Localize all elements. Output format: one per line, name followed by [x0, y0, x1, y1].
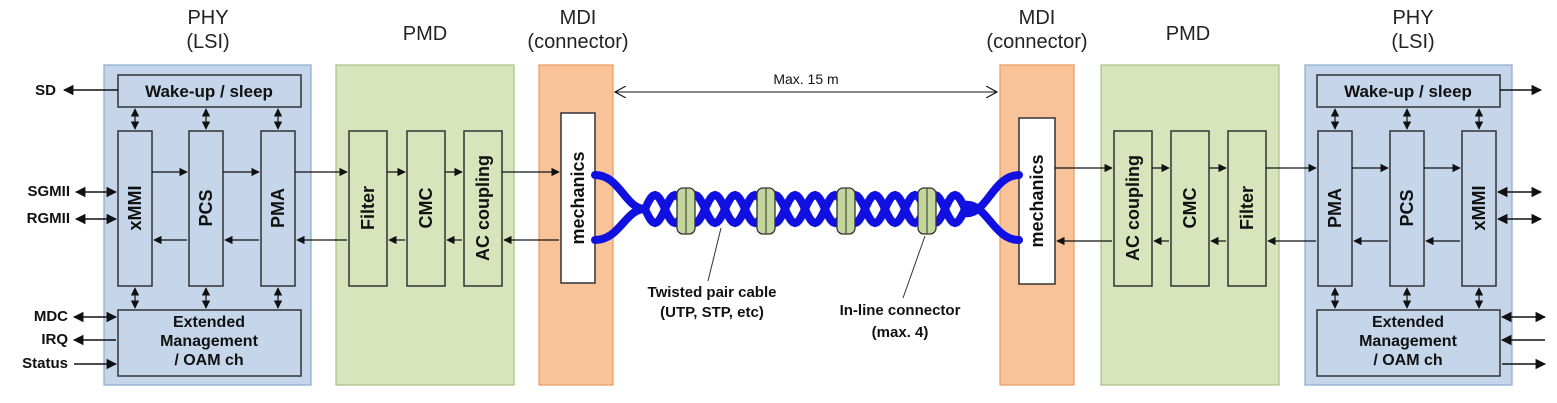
twisted-pair-label-1: Twisted pair cable — [648, 284, 777, 301]
pcs-block — [188, 130, 224, 287]
signal-sgmii: SGMII — [27, 183, 70, 200]
header-phy-left: PHY — [187, 7, 228, 29]
filter-block-right — [1227, 130, 1267, 287]
management-label-3: / OAM ch — [174, 352, 243, 369]
pcs-label-right: PCS — [1397, 189, 1417, 226]
filter-block — [348, 130, 388, 287]
header-phy-right-sub: (LSI) — [1391, 31, 1434, 53]
wakeup-sleep-label-right: Wake-up / sleep — [1344, 82, 1472, 101]
xmmi-block — [117, 130, 153, 287]
pmd-left-data-arrows — [387, 167, 560, 245]
twisted-pair-cable — [591, 171, 1023, 244]
management-label-right-1: Extended — [1372, 314, 1444, 331]
pma-block-right — [1317, 130, 1353, 287]
phy-right: Wake-up / sleep PMA PCS xMMI Extended Ma… — [1316, 74, 1547, 377]
phy-right-signal-arrows — [1496, 84, 1547, 370]
wakeup-sleep-label: Wake-up / sleep — [145, 82, 273, 101]
pma-label-right: PMA — [1325, 188, 1345, 228]
phy-right-data-arrows — [1352, 163, 1461, 246]
header-mdi-right: MDI — [1019, 7, 1056, 29]
header-phy-right: PHY — [1392, 7, 1433, 29]
pma-block — [260, 130, 296, 287]
signal-mdc: MDC — [34, 308, 68, 325]
cmc-block — [406, 130, 446, 287]
wakeup-sleep-block — [117, 74, 302, 108]
pmd-right-data-arrows — [1055, 163, 1317, 246]
header-mdi-left-sub: (connector) — [527, 31, 628, 53]
mechanics-left-label: mechanics — [568, 151, 588, 244]
pcs-label: PCS — [196, 189, 216, 226]
phy-right-vertical-arrows — [1330, 108, 1484, 309]
header-mdi-left: MDI — [560, 7, 597, 29]
wakeup-sleep-block-right — [1316, 74, 1501, 108]
header-phy-left-sub: (LSI) — [186, 31, 229, 53]
twisted-pair-callout-line — [707, 227, 722, 282]
xmmi-label: xMMI — [125, 186, 145, 231]
filter-label-right: Filter — [1237, 186, 1257, 230]
pcs-block-right — [1389, 130, 1425, 287]
cmc-label: CMC — [416, 188, 436, 229]
management-block-right — [1316, 309, 1501, 377]
pma-label: PMA — [268, 188, 288, 228]
pmd-left: Filter CMC AC coupling — [348, 130, 560, 287]
mechanics-right-block — [1018, 117, 1056, 285]
phy-left-data-arrows — [152, 167, 348, 245]
phy-left: Wake-up / sleep xMMI PCS PMA Extended Ma… — [22, 74, 348, 377]
max-length-label: Max. 15 m — [773, 71, 838, 87]
pmd-right: AC coupling CMC Filter — [1055, 130, 1317, 287]
inline-connector-callout-line — [902, 235, 926, 299]
phy-left-vertical-arrows — [130, 108, 283, 309]
filter-label: Filter — [358, 186, 378, 230]
mechanics-left-block — [560, 112, 596, 284]
signal-status: Status — [22, 355, 68, 372]
inline-connector-label-2: (max. 4) — [872, 324, 929, 341]
inline-connector-label-1: In-line connector — [840, 302, 961, 319]
cmc-label-right: CMC — [1180, 188, 1200, 229]
management-label-2: Management — [160, 333, 258, 350]
cmc-block-right — [1170, 130, 1210, 287]
management-label-right-3: / OAM ch — [1373, 352, 1442, 369]
management-label-1: Extended — [173, 314, 245, 331]
ac-coupling-label: AC coupling — [473, 155, 493, 261]
header-pmd-left: PMD — [403, 23, 447, 45]
management-label-right-2: Management — [1359, 333, 1457, 350]
inline-connectors — [676, 187, 937, 235]
header-pmd-right: PMD — [1166, 23, 1210, 45]
twisted-pair-label-2: (UTP, STP, etc) — [660, 304, 764, 321]
ac-coupling-block-right — [1113, 130, 1153, 287]
ac-coupling-block — [463, 130, 503, 287]
management-block — [117, 309, 302, 377]
phy-left-signal-arrows — [62, 84, 118, 370]
xmmi-block-right — [1461, 130, 1497, 287]
signal-irq: IRQ — [41, 331, 68, 348]
mechanics-right-label: mechanics — [1027, 154, 1047, 247]
signal-rgmii: RGMII — [27, 210, 70, 227]
signal-sd: SD — [35, 82, 56, 99]
ac-coupling-label-right: AC coupling — [1123, 155, 1143, 261]
xmmi-label-right: xMMI — [1469, 186, 1489, 231]
header-mdi-right-sub: (connector) — [986, 31, 1087, 53]
